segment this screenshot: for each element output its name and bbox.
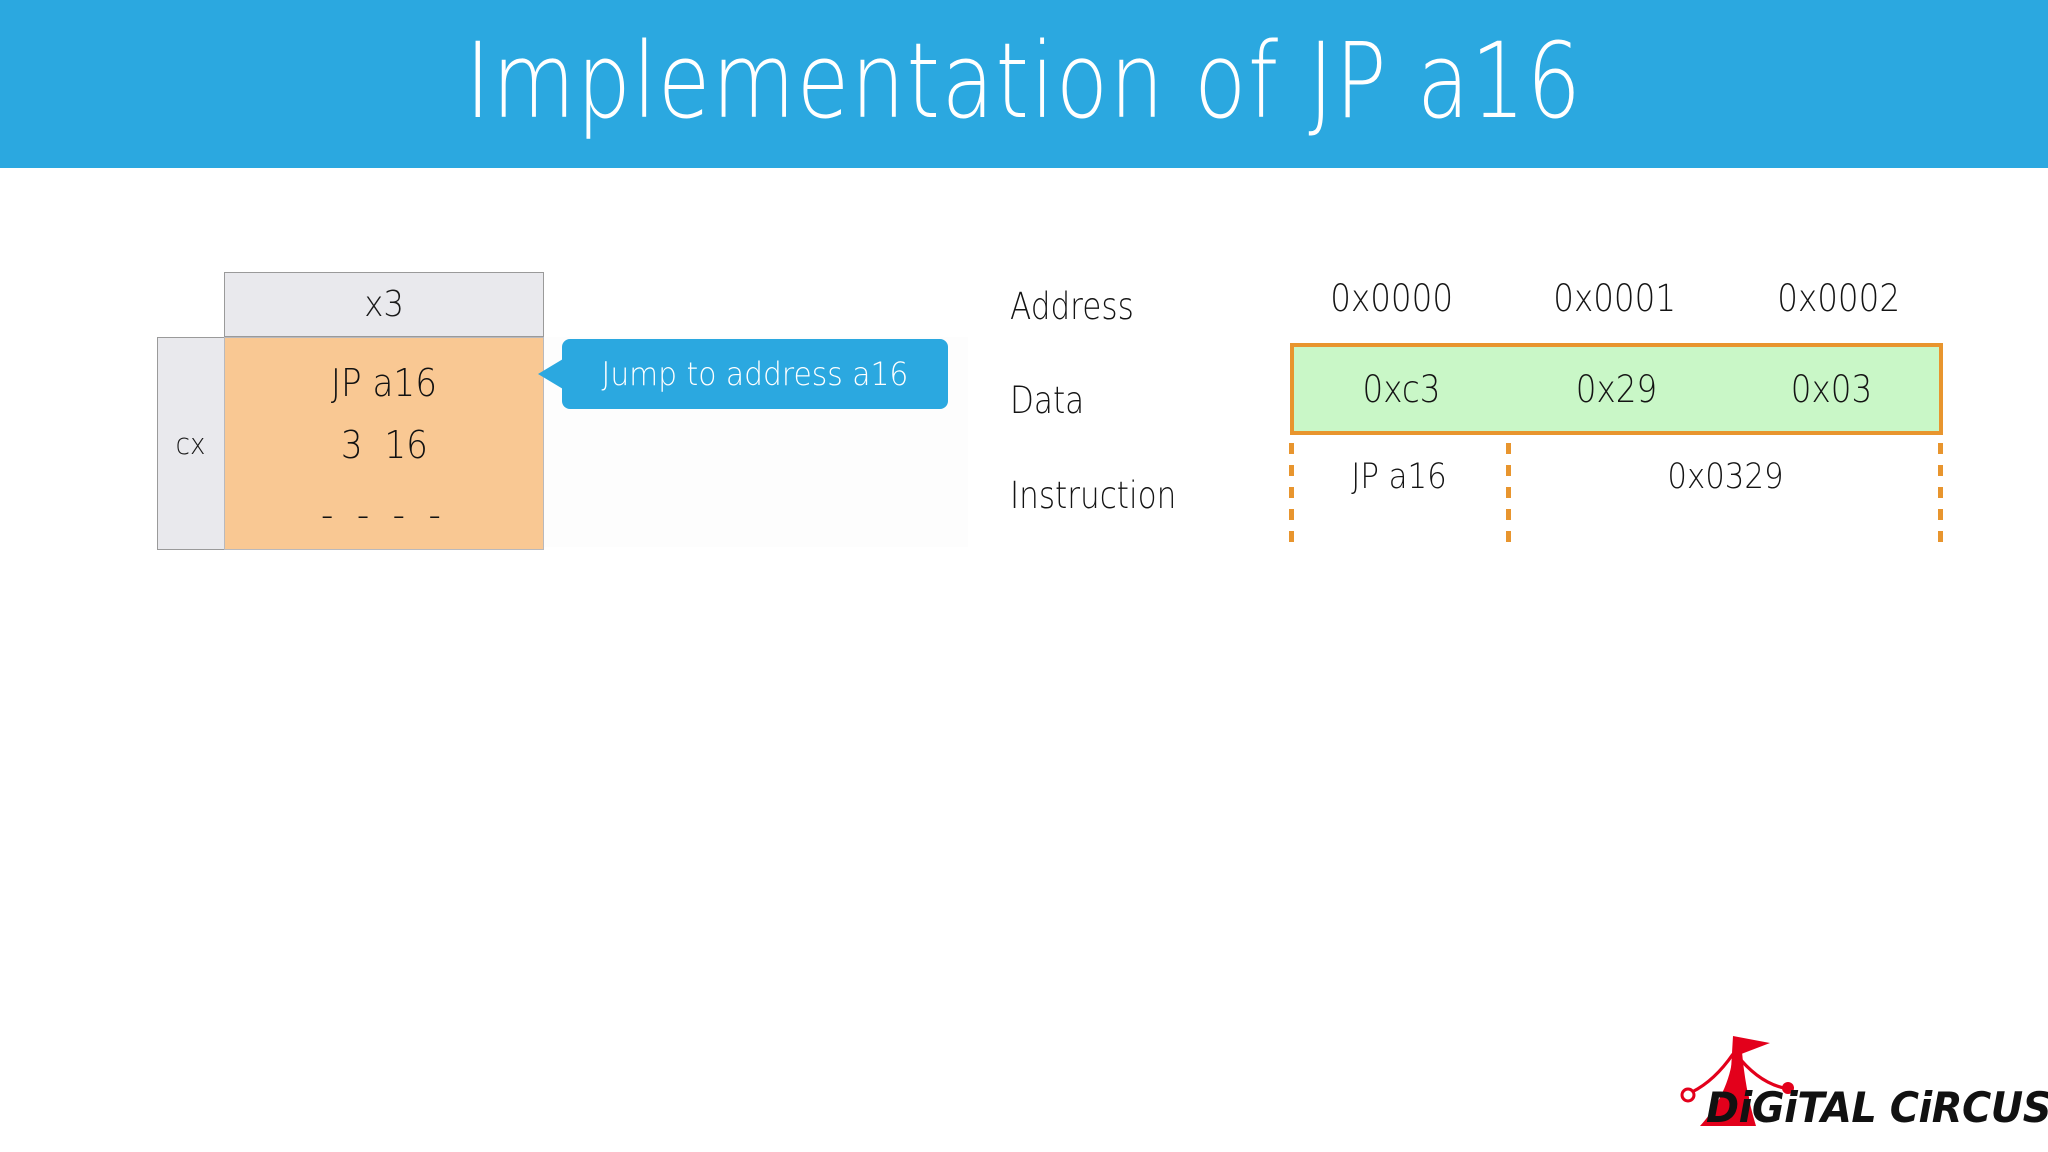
address-cell: 0x0001 bbox=[1553, 277, 1677, 320]
row-label-address: Address bbox=[1010, 285, 1134, 328]
brand-name: DiGiTAL CiRCUS bbox=[1706, 1083, 2048, 1132]
address-row: 0x0000 0x0001 0x0002 bbox=[1280, 277, 1950, 320]
register-header-box: x3 bbox=[224, 272, 544, 337]
instruction-line-mnemonic: JP a16 bbox=[330, 361, 438, 405]
instruction-divider-right bbox=[1938, 443, 1943, 548]
callout-bubble: Jump to address a16 bbox=[538, 339, 948, 409]
data-row: 0xc3 0x29 0x03 bbox=[1290, 343, 1943, 435]
data-cell: 0x03 bbox=[1790, 367, 1873, 411]
address-cell: 0x0002 bbox=[1776, 277, 1900, 320]
callout-arrow-icon bbox=[538, 359, 563, 389]
instruction-line-operands: 3 16 bbox=[340, 423, 428, 467]
register-side-box: cx bbox=[157, 337, 225, 550]
callout-text: Jump to address a16 bbox=[601, 355, 909, 393]
register-diagram: x3 cx JP a16 3 16 - - - - bbox=[150, 265, 968, 565]
register-header-label: x3 bbox=[364, 284, 404, 325]
data-cell: 0xc3 bbox=[1362, 367, 1441, 411]
instruction-box: JP a16 3 16 - - - - bbox=[224, 337, 544, 550]
instruction-divider-middle bbox=[1506, 443, 1511, 548]
instruction-cell-opcode: JP a16 bbox=[1351, 457, 1447, 497]
brand-logo: DiGiTAL CiRCUS bbox=[1678, 1030, 2048, 1140]
register-side-label: cx bbox=[176, 426, 206, 461]
row-label-instruction: Instruction bbox=[1010, 474, 1177, 517]
title-banner: Implementation of JP a16 bbox=[0, 0, 2048, 168]
page-title: Implementation of JP a16 bbox=[465, 20, 1583, 142]
data-cell: 0x29 bbox=[1575, 367, 1658, 411]
address-cell: 0x0000 bbox=[1330, 277, 1454, 320]
memory-table: Address Data Instruction 0x0000 0x0001 0… bbox=[1010, 265, 1970, 565]
instruction-line-dashes: - - - - bbox=[320, 493, 448, 537]
row-label-data: Data bbox=[1010, 379, 1085, 422]
instruction-row: JP a16 0x0329 bbox=[1289, 435, 1943, 549]
instruction-divider-left bbox=[1289, 443, 1294, 548]
circus-tent-icon bbox=[1680, 1036, 1794, 1126]
instruction-cell-operand: 0x0329 bbox=[1667, 457, 1784, 497]
